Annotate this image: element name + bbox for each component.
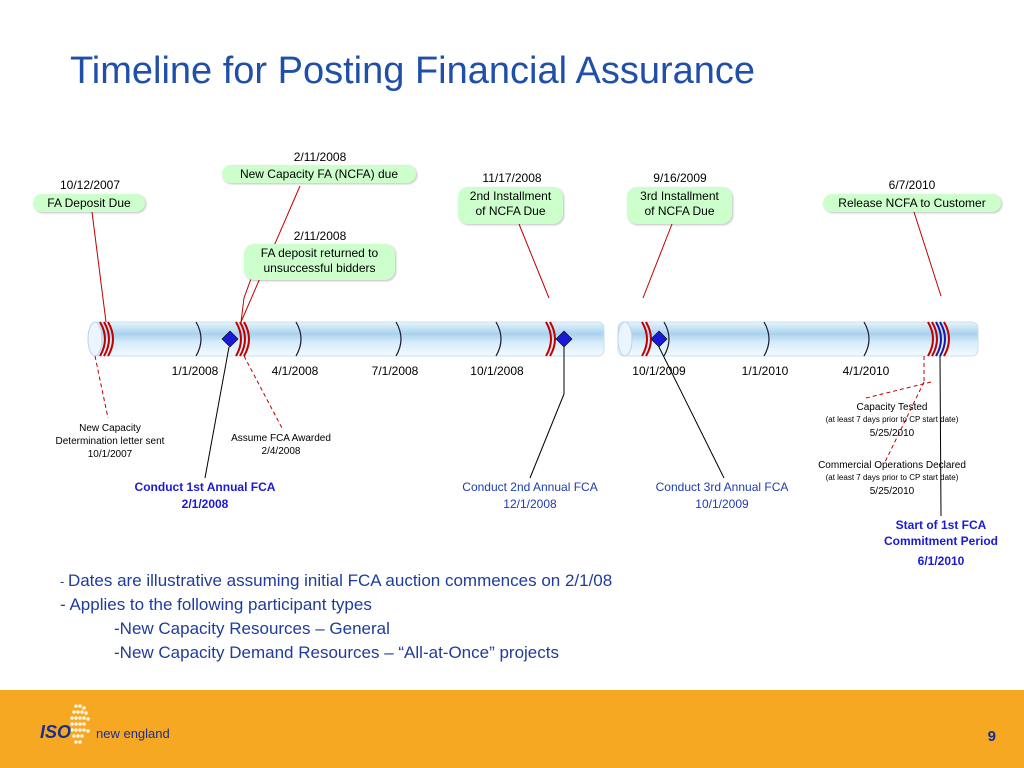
timeline-bar-left [87, 321, 605, 357]
new-england-logo-text: new england [96, 726, 170, 741]
fca3-callout: Conduct 3rd Annual FCA 10/1/2009 [632, 479, 812, 513]
determination-line1: New Capacity [79, 423, 141, 434]
capacity-tested-date: 5/25/2010 [869, 428, 915, 439]
axis-tick-label: 1/1/2010 [741, 364, 789, 378]
fca2-callout: Conduct 2nd Annual FCA 12/1/2008 [440, 479, 620, 513]
second-installment-line2: of NCFA Due [475, 204, 546, 218]
capacity-tested-callout: Capacity Tested (at least 7 days prior t… [806, 402, 978, 440]
commercial-ops-date: 5/25/2010 [869, 486, 915, 497]
fa-returned-line2: unsuccessful bidders [263, 261, 376, 275]
bullet-4: -New Capacity Demand Resources – “All-at… [114, 643, 559, 662]
release-callout: Release NCFA to Customer [823, 194, 1001, 212]
page-number: 9 [987, 728, 996, 745]
fa-deposit-date: 10/12/2007 [59, 178, 121, 192]
new-england-map-icon [70, 704, 90, 744]
ncfa-due-date: 2/11/2008 [293, 150, 347, 164]
timeline-bar-right [617, 321, 979, 357]
bottom-connectors [204, 346, 942, 517]
capacity-tested-note: (at least 7 days prior to CP start date) [825, 415, 959, 424]
bullet-3: -New Capacity Resources – General [114, 619, 390, 638]
fca3-date: 10/1/2009 [695, 497, 749, 511]
axis-tick-label: 10/1/2009 [632, 364, 686, 378]
event-arcs [99, 321, 950, 357]
commercial-ops-callout: Commercial Operations Declared (at least… [806, 460, 978, 498]
commitment-start-line2: Commitment Period [883, 534, 998, 548]
fca2-date: 12/1/2008 [503, 497, 557, 511]
second-installment-callout: 2nd Installment of NCFA Due [458, 187, 563, 224]
third-installment-line2: of NCFA Due [644, 204, 715, 218]
fca1-date: 2/1/2008 [181, 497, 229, 511]
commitment-start-date: 6/1/2010 [917, 554, 965, 568]
axis-tick-label: 7/1/2008 [371, 364, 419, 378]
fa-returned-callout: FA deposit returned to unsuccessful bidd… [244, 244, 395, 280]
dashed-connectors [94, 355, 932, 463]
commercial-ops-note: (at least 7 days prior to CP start date) [825, 473, 959, 482]
bullet-2: - Applies to the following participant t… [60, 595, 372, 614]
bullet-1-text: Dates are illustrative assuming initial … [67, 571, 613, 590]
release-date: 6/7/2010 [888, 178, 936, 192]
fca1-label: Conduct 1st Annual FCA [134, 480, 276, 494]
footer-bar [0, 690, 1024, 768]
quarter-arcs [195, 321, 870, 357]
third-installment-line1: 3rd Installment [640, 189, 719, 203]
axis-tick-label: 10/1/2008 [470, 364, 524, 378]
commitment-start-callout: Start of 1st FCA Commitment Period 6/1/2… [866, 517, 1016, 569]
ncfa-due-callout: New Capacity FA (NCFA) due [222, 165, 416, 183]
axis-tick-label: 4/1/2008 [271, 364, 319, 378]
determination-callout: New Capacity Determination letter sent 1… [40, 422, 180, 461]
determination-line2: Determination letter sent [55, 436, 165, 447]
fa-returned-line1: FA deposit returned to [260, 246, 379, 260]
third-installment-date: 9/16/2009 [653, 171, 707, 185]
fca1-callout: Conduct 1st Annual FCA 2/1/2008 [105, 479, 305, 513]
fa-returned-date: 2/11/2008 [293, 229, 347, 243]
timeline-graphic [87, 185, 979, 517]
capacity-tested-label: Capacity Tested [856, 402, 928, 413]
fca-awarded-callout: Assume FCA Awarded 2/4/2008 [215, 432, 347, 458]
third-installment-callout: 3rd Installment of NCFA Due [627, 187, 732, 224]
axis-tick-label: 4/1/2010 [842, 364, 890, 378]
bullet-1: - Dates are illustrative assuming initia… [60, 571, 612, 591]
fa-deposit-callout: FA Deposit Due [33, 194, 145, 212]
bullet-1-dash: - [60, 574, 68, 589]
second-installment-line1: 2nd Installment [469, 189, 552, 203]
commitment-start-line1: Start of 1st FCA [895, 518, 987, 532]
determination-date: 10/1/2007 [87, 449, 133, 460]
axis-tick-label: 1/1/2008 [171, 364, 219, 378]
fca3-label: Conduct 3rd Annual FCA [655, 480, 789, 494]
fca2-label: Conduct 2nd Annual FCA [462, 480, 598, 494]
fca-awarded-label: Assume FCA Awarded [231, 433, 331, 444]
iso-logo: ISO [40, 722, 72, 742]
second-installment-date: 11/17/2008 [482, 171, 542, 185]
page-title: Timeline for Posting Financial Assurance [70, 50, 756, 92]
fca-awarded-date: 2/4/2008 [261, 446, 301, 457]
commercial-ops-label: Commercial Operations Declared [818, 460, 966, 471]
fca-markers [221, 330, 668, 348]
